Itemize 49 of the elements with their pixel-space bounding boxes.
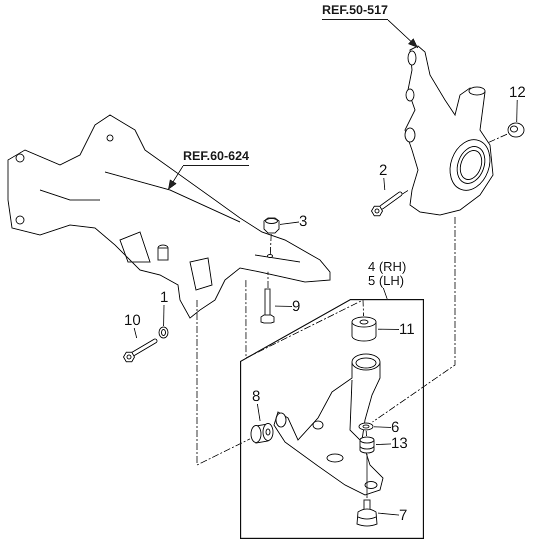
nut-icon: [507, 122, 526, 138]
assembly-line: [486, 134, 508, 144]
leader-line: [256, 404, 261, 422]
leader-line: [382, 288, 388, 300]
reference-label: REF.60-624: [183, 149, 250, 166]
reference-label: REF.50-517: [322, 3, 388, 20]
reference-arrow: [168, 166, 184, 190]
callout-number: 3: [299, 214, 308, 229]
assembly-line: [402, 189, 410, 195]
leader-line: [280, 222, 300, 225]
bushing-icon: [250, 421, 274, 445]
callout-number: 11: [399, 322, 415, 337]
leader-line: [366, 430, 367, 436]
bolt-icon: [261, 288, 275, 324]
bolt-icon: [122, 338, 158, 364]
leader-line: [383, 178, 386, 190]
washer-icon: [158, 326, 169, 339]
callout-number: 1: [160, 290, 168, 305]
bushing-icon: [350, 316, 378, 342]
washer-icon: [358, 422, 374, 431]
leader-line: [163, 304, 164, 326]
callout-number: 6: [391, 420, 400, 435]
callout-number: 13: [391, 436, 408, 451]
leader-line: [366, 454, 368, 498]
assembly-line: [270, 234, 272, 256]
leader-line: [378, 512, 400, 516]
callout-number: 7: [399, 508, 408, 523]
assembly-line: [245, 280, 364, 359]
reference-arrow: [388, 20, 418, 48]
callout-number: 10: [124, 313, 141, 328]
leader-line: [516, 100, 518, 122]
assembly-frame: [240, 299, 424, 539]
callout-number: 8: [252, 389, 260, 404]
nut-icon: [263, 217, 280, 234]
assembly-line: [196, 300, 250, 466]
bolt-icon: [370, 190, 402, 218]
leader-line: [376, 443, 392, 446]
callout-number: 4 (RH): [368, 260, 406, 274]
bushing-icon: [358, 436, 376, 454]
ball-joint-icon: [356, 498, 378, 526]
callout-number: 9: [292, 299, 300, 314]
callout-number: 2: [379, 163, 388, 178]
leader-line: [134, 328, 138, 338]
leader-line: [378, 328, 400, 330]
leader-line: [274, 306, 292, 307]
callout-number: 12: [509, 85, 526, 100]
assembly-line: [372, 216, 456, 422]
leader-line: [374, 426, 392, 428]
callout-number: 5 (LH): [368, 274, 404, 288]
